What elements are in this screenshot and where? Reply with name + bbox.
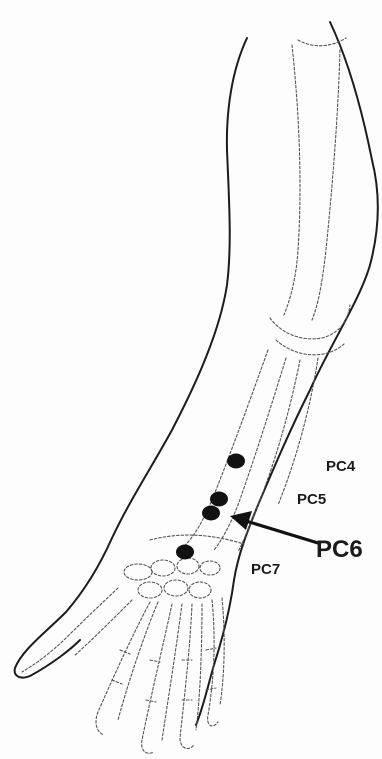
acupoint-pc5-marker <box>210 492 228 507</box>
label-pc4: PC4 <box>326 459 355 474</box>
label-pc5: PC5 <box>297 492 326 507</box>
label-pc6: PC6 <box>316 538 363 562</box>
label-pc7: PC7 <box>251 562 280 577</box>
pc6-arrow <box>230 511 318 543</box>
acupoint-pc4-marker <box>227 454 245 469</box>
acupoint-pc7-marker <box>176 545 194 560</box>
hand-outline-right <box>196 580 234 725</box>
acupoint-markers <box>176 454 245 560</box>
acupoint-pc6-marker <box>202 506 220 521</box>
arm-outline-left <box>15 38 247 678</box>
